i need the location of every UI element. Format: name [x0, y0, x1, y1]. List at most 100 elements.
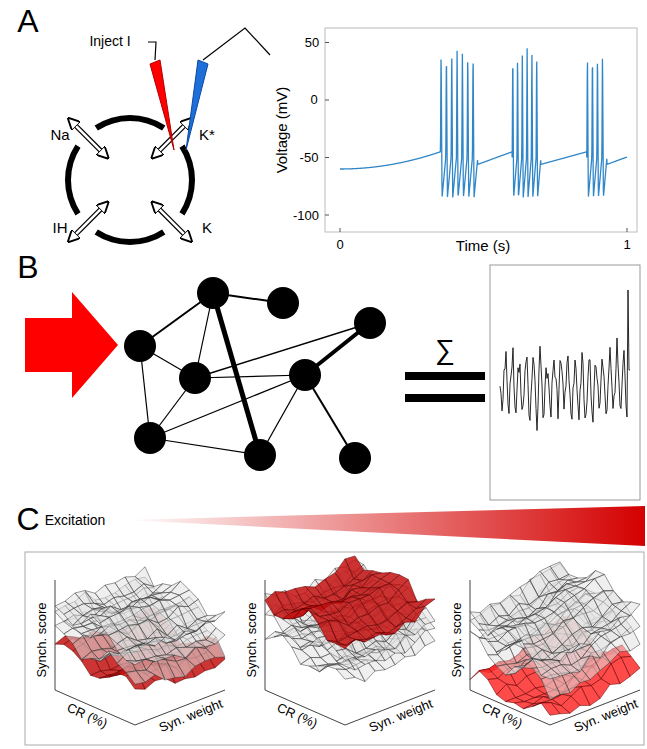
surface-cell: [126, 671, 145, 684]
channel-arrow: [72, 205, 105, 238]
surface-cell: [136, 643, 155, 646]
surface-cell: [186, 641, 205, 647]
grey-surface: [470, 563, 640, 678]
summed-signal: [500, 290, 630, 431]
channel-label: IH: [53, 220, 68, 237]
inject-leader: [148, 42, 156, 60]
surface-cell: [470, 612, 489, 625]
channel-arrow-outline: [155, 205, 188, 238]
channel-arrow: [72, 122, 105, 155]
surface-cell: [336, 669, 355, 679]
surface-cell: [514, 623, 533, 644]
surface-cell: [541, 669, 560, 679]
grey-surface: [265, 560, 435, 661]
grey-surface: [470, 581, 640, 699]
tick-label: 0: [336, 238, 343, 252]
electrode-label: Inject I: [89, 34, 130, 49]
grey-surface: [55, 594, 225, 685]
surface-cell: [541, 659, 560, 660]
x-tick: [627, 228, 628, 232]
y-tick: [325, 157, 329, 158]
network-link: [195, 375, 305, 378]
channel-arrow-outline: [72, 205, 105, 238]
tick-label: 0: [310, 93, 317, 107]
panel-letter: C: [16, 502, 39, 537]
surface-cell: [283, 609, 302, 619]
channel-label: K: [202, 220, 212, 237]
recording-leader: [203, 28, 270, 60]
gradient-label: Excitation: [45, 513, 106, 528]
surface-cell: [532, 650, 551, 660]
z-axis: [265, 580, 266, 690]
network-link: [150, 375, 305, 438]
tick-label: 1: [623, 238, 630, 252]
y-tick: [325, 215, 329, 216]
network-neuron: [124, 330, 156, 362]
plot-frame: [325, 28, 637, 232]
surface-cell: [292, 625, 311, 631]
network-neuron: [289, 359, 321, 391]
x-tick: [340, 228, 341, 232]
cell-membrane: [95, 229, 166, 245]
surface-cell: [356, 637, 375, 642]
network-neuron: [339, 442, 371, 474]
surface-cell: [206, 612, 225, 622]
panel-letter: A: [17, 4, 38, 39]
network-neuron: [244, 439, 276, 471]
surface-cell: [196, 621, 215, 631]
axis-title: Time (s): [456, 238, 510, 255]
axis-title: Synch. score: [35, 602, 49, 677]
y-tick: [325, 100, 329, 101]
current-electrode: [150, 60, 174, 150]
surface-cell: [488, 641, 507, 652]
grey-surface: [55, 577, 225, 665]
surface-cell: [601, 618, 620, 630]
tick-label: -50: [300, 151, 319, 165]
z-axis: [470, 580, 471, 690]
surface-cell: [479, 669, 498, 680]
surface-cell: [327, 640, 346, 645]
channel-arrow: [155, 205, 188, 238]
surface-cell: [126, 659, 145, 664]
tick-label: -100: [293, 209, 319, 223]
equals-bar: [405, 394, 485, 402]
grey-surface: [470, 562, 640, 661]
surface-cell: [488, 655, 507, 667]
surface-cell: [336, 639, 355, 648]
surface-cell: [318, 621, 337, 643]
surface-cell: [416, 599, 435, 609]
surface-cell: [117, 637, 136, 651]
surface-cell: [336, 649, 355, 661]
grey-surface: [265, 568, 435, 670]
cell-membrane: [95, 115, 166, 131]
network-link: [150, 438, 260, 455]
channel-label: K*: [199, 127, 215, 144]
channel-label: Na: [50, 127, 69, 144]
network-neuron: [179, 362, 211, 394]
z-axis: [55, 580, 56, 690]
grey-surface: [55, 567, 225, 651]
surface-cell: [551, 649, 570, 661]
voltage-trace: [340, 48, 627, 197]
axis-title: Synch. score: [450, 602, 464, 677]
network-link: [195, 323, 370, 378]
input-arrow: [25, 292, 118, 398]
excitation-wedge: [125, 506, 645, 546]
surface-cell: [126, 643, 145, 651]
network-neuron: [197, 277, 229, 309]
sum-symbol: ∑: [435, 335, 455, 366]
axis-title: Synch. score: [245, 602, 259, 677]
surface-cell: [146, 656, 165, 662]
lfp-frame: [490, 265, 640, 500]
network-neuron: [134, 422, 166, 454]
network-link: [213, 293, 260, 455]
panel-c-frame: [25, 552, 644, 745]
surface-cell: [497, 642, 516, 652]
equals-bar: [405, 372, 485, 380]
surface-cell: [366, 641, 385, 650]
red-surface: [265, 556, 435, 649]
surface-cell: [176, 631, 195, 641]
cell-membrane: [65, 145, 81, 216]
